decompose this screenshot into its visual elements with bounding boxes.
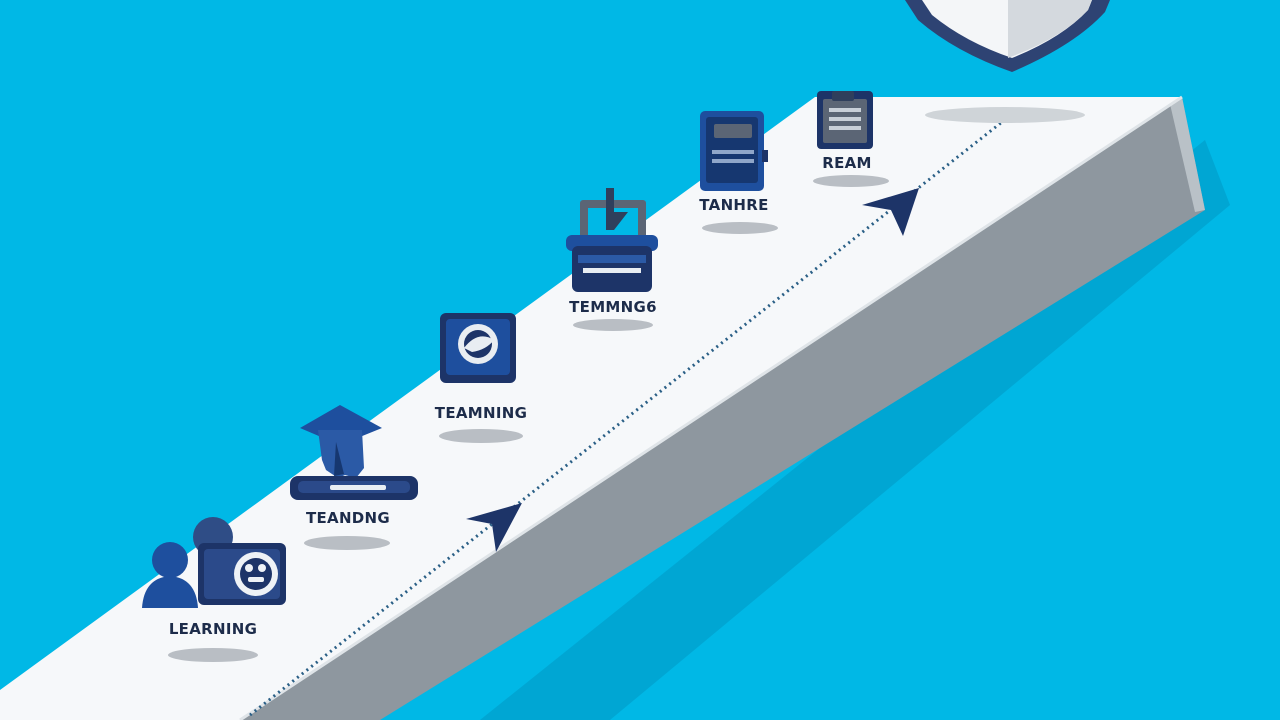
step-shadow-3 — [439, 429, 523, 443]
server-panel-icon — [700, 111, 768, 191]
step-shadow-2 — [304, 536, 390, 550]
path-arrow-upper — [862, 188, 919, 236]
ramp-top — [0, 97, 1182, 720]
goal-shadow — [925, 107, 1085, 123]
path-arrow-lower — [466, 503, 522, 552]
step-shadow-5 — [702, 222, 778, 234]
step-label-1: LEARNING — [169, 620, 257, 638]
toolbox-icon — [566, 188, 658, 292]
ramp-edge — [239, 95, 1183, 720]
ramp-end — [1170, 97, 1205, 212]
step-label-6: REAM — [822, 154, 872, 172]
user-camera-icon — [142, 517, 286, 608]
step-shadow-6 — [813, 175, 889, 187]
step-label-4: TEMMNG6 — [569, 298, 657, 316]
step-shadow-1 — [168, 648, 258, 662]
clipboard-icon — [817, 91, 873, 149]
globe-badge-icon — [440, 313, 516, 383]
shield-icon — [905, 0, 1110, 72]
step-label-2: TEANDNG — [306, 509, 390, 527]
dotted-path — [249, 120, 1003, 717]
step-label-5: TANHRE — [699, 196, 768, 214]
graduation-cap-icon — [290, 405, 418, 500]
step-shadow-4 — [573, 319, 653, 331]
step-label-3: TEAMNING — [435, 404, 527, 422]
